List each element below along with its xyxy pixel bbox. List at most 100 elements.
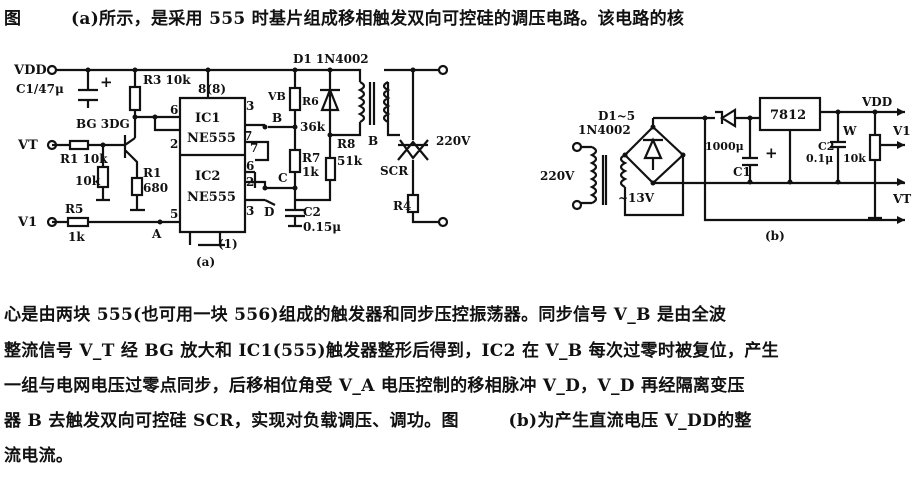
pin-2-ic2: 2	[246, 175, 254, 189]
circuit-node	[292, 124, 298, 130]
caption-b: (b)	[765, 229, 785, 243]
circuit-diagrams: VDD C1/47μ + R3 10k BG 3DG VT R1 10k 10k…	[13, 52, 911, 269]
circuit-wire	[758, 96, 822, 132]
circuit-node	[622, 152, 628, 158]
circuit-wire	[288, 148, 302, 174]
label-220v: 220V	[436, 134, 471, 148]
ic2-label: IC2	[195, 169, 220, 184]
circuit-node	[872, 109, 878, 115]
circuit-wire	[96, 165, 110, 189]
circuit-node	[100, 142, 106, 148]
label-bg: BG 3DG	[76, 117, 130, 131]
pin-3-ic1: 3	[246, 99, 254, 113]
pin-7: 7	[244, 129, 252, 143]
label-r7: R7	[302, 151, 320, 165]
circuit-node	[46, 216, 58, 228]
label-c1-value: 1000μ	[705, 140, 744, 153]
label-plus-b: +	[765, 144, 778, 162]
label-r5-value: 1k	[68, 230, 85, 244]
label-r3: R3 10k	[143, 73, 191, 87]
circuit-node	[410, 67, 416, 73]
circuit-wire	[406, 193, 420, 214]
circuit-node	[327, 67, 333, 73]
pin-2: 2	[170, 137, 178, 151]
circuit-node	[292, 185, 298, 191]
label-vt-b: VT	[892, 192, 911, 206]
circuit-wire	[130, 176, 144, 197]
pin-7b: 7	[250, 141, 258, 155]
label-10k: 10k	[75, 174, 101, 188]
pin-3-ic2: 3	[246, 204, 254, 218]
label-plus: +	[100, 73, 113, 91]
label-c2: C2	[303, 205, 321, 219]
label-scr: SCR	[380, 164, 409, 178]
circuit-wire	[868, 133, 882, 162]
circuit-node	[152, 114, 158, 120]
regulator-7812: 7812	[770, 108, 806, 123]
label-r1b: R1	[143, 166, 161, 180]
circuit-node	[262, 185, 268, 191]
circuit-node	[132, 114, 138, 120]
label-c1-b: C1	[733, 165, 751, 179]
circuit-node	[650, 180, 656, 186]
label-a: A	[151, 227, 162, 241]
label-r7-value: 1k	[302, 165, 319, 179]
circuit-node	[571, 199, 583, 211]
label-d1-5: D1~5	[598, 109, 635, 123]
paragraph-line-4: 器 B 去触发双向可控硅 SCR，实现对负载调压、调功。图 (b)为产生直流电压…	[4, 411, 752, 431]
circuit-node	[835, 109, 841, 115]
circuit-node	[437, 64, 449, 76]
ic1-label: IC1	[195, 111, 220, 126]
label-vdd-b: VDD	[861, 95, 892, 109]
circuit-node	[835, 179, 841, 185]
circuit-node	[437, 216, 449, 228]
label-transformer-b: B	[368, 134, 378, 148]
label-vdd: VDD	[13, 63, 47, 78]
circuit-node	[157, 219, 163, 225]
label-r6-value: 36k	[300, 120, 326, 134]
pin-5: 5	[170, 207, 178, 221]
circuit-node	[702, 115, 708, 121]
vdd-terminal	[46, 64, 58, 76]
paragraph-line-5: 流电流。	[4, 446, 74, 466]
label-d1: D1 1N4002	[293, 52, 369, 66]
pin-1: (1)	[218, 237, 238, 251]
pin-6: 6	[170, 103, 178, 117]
ic2-type: NE555	[187, 190, 236, 205]
circuit-node	[85, 67, 91, 73]
paragraph-line-3: 一组与电网电压过零点同步，后移相位角受 V_A 电压控制的移相脉冲 V_D，V_…	[4, 376, 745, 396]
circuit-node	[650, 124, 656, 130]
label-r8: R8	[337, 137, 355, 151]
circuit-wire	[324, 156, 337, 182]
circuit-node	[747, 179, 753, 185]
label-vb: VB	[267, 90, 286, 103]
circuit-node	[327, 132, 333, 138]
label-r8-value: 51k	[337, 154, 363, 168]
circuit-node	[292, 67, 298, 73]
pin-8: 8(8)	[198, 82, 226, 96]
label-b: B	[272, 111, 282, 125]
label-220v-b: 220V	[540, 169, 575, 183]
circuit-node	[262, 124, 268, 130]
label-vt: VT	[17, 138, 38, 153]
label-1n4002: 1N4002	[578, 123, 631, 137]
label-d: D	[264, 205, 274, 219]
label-w: W	[842, 124, 857, 138]
circuit-wire	[66, 216, 90, 228]
circuit-wire	[52, 68, 440, 247]
label-v1: V1	[17, 215, 37, 230]
label-r5: R5	[65, 202, 83, 216]
circuit-node	[205, 67, 211, 73]
caption-a: (a)	[196, 255, 215, 269]
label-c1: C1/47μ	[16, 82, 64, 96]
circuit-node	[571, 141, 583, 153]
label-680: 680	[143, 181, 168, 195]
circuit-node	[747, 115, 753, 121]
label-c2-b: C2	[818, 140, 834, 153]
header-line: 图 (a)所示，是采用 555 时基片组成移相触发双向可控硅的调压电路。该电路的…	[4, 9, 685, 29]
label-c2-value-b: 0.1μ	[806, 152, 833, 165]
circuit-node	[132, 67, 138, 73]
diagram-a: VDD C1/47μ + R3 10k BG 3DG VT R1 10k 10k…	[13, 52, 471, 269]
ic1-type: NE555	[187, 131, 236, 146]
label-13v: ~13V	[618, 191, 655, 205]
